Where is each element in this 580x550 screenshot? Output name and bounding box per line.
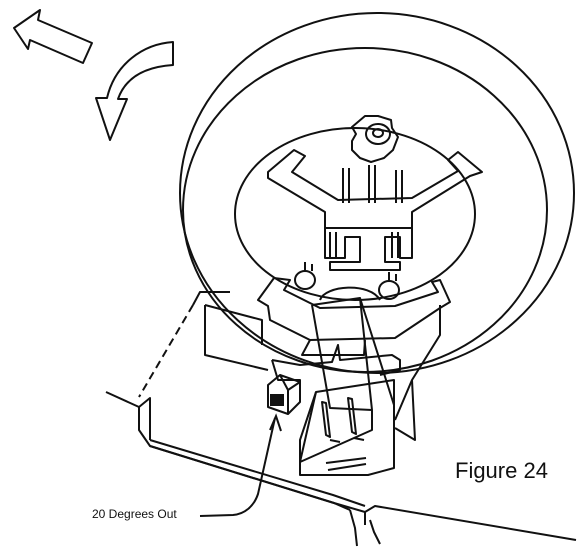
straight-arrow-icon (13, 9, 93, 64)
curved-rotation-arrow-icon (95, 41, 174, 141)
figure-caption: Figure 24 (455, 458, 548, 483)
gauge-block (267, 374, 301, 415)
lift-plate (105, 291, 577, 547)
callout-leader (199, 413, 282, 517)
alignment-head (271, 297, 401, 476)
callout-label: 20 Degrees Out (92, 507, 177, 521)
tire (179, 12, 575, 374)
